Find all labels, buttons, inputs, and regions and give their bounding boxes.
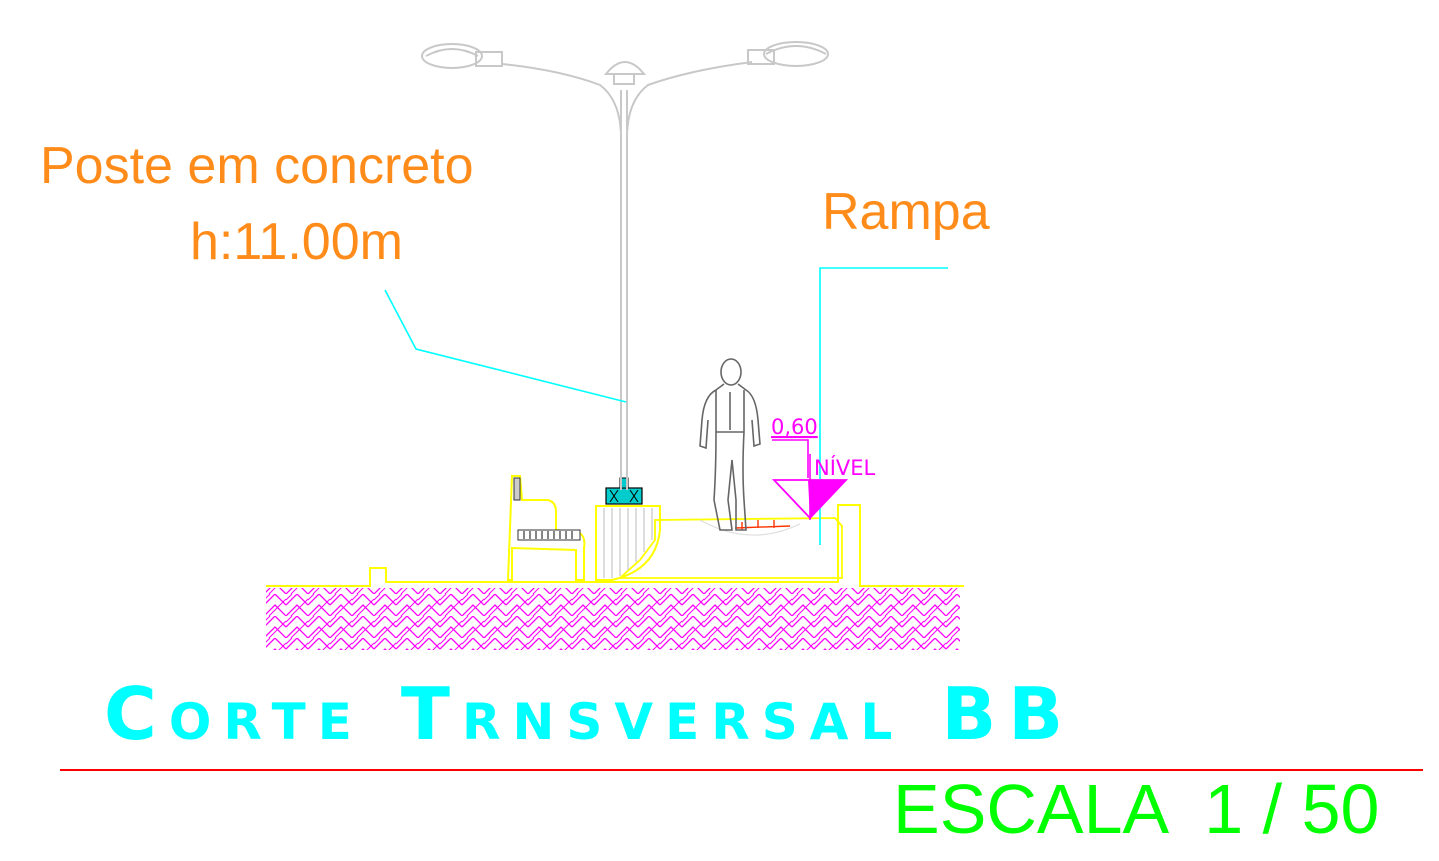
planter-lines	[603, 508, 653, 578]
ramp-red-marks	[734, 520, 791, 530]
ramp-label: Rampa	[822, 183, 990, 241]
ramp-leader-line	[819, 267, 948, 545]
level-label: NÍVEL	[814, 455, 876, 480]
person-figure	[699, 358, 761, 531]
bench-seat-slats	[517, 529, 581, 541]
sidewalk-slab	[617, 517, 843, 579]
bench-slat-lines	[523, 531, 573, 539]
scale-label: ESCALA	[893, 770, 1166, 848]
ramp-surface	[699, 519, 801, 536]
bench	[506, 475, 586, 581]
drawing-title: Corte Trnsversal BB	[104, 672, 1076, 756]
pole-label-line2: h:11.00m	[190, 213, 403, 271]
pole-leader-line	[384, 289, 627, 403]
street-light	[421, 41, 829, 490]
pole-label-line1: Poste em concreto	[40, 137, 474, 195]
scale-value: 1 / 50	[1204, 770, 1380, 848]
ground-outline	[266, 504, 964, 587]
planter-box	[595, 505, 661, 581]
scale-note: ESCALA 1 / 50	[893, 774, 1379, 844]
dimension-label: 0,60	[771, 415, 818, 439]
ground-hatch	[266, 588, 960, 650]
trash-bin	[605, 477, 643, 505]
level-marker	[771, 439, 849, 520]
